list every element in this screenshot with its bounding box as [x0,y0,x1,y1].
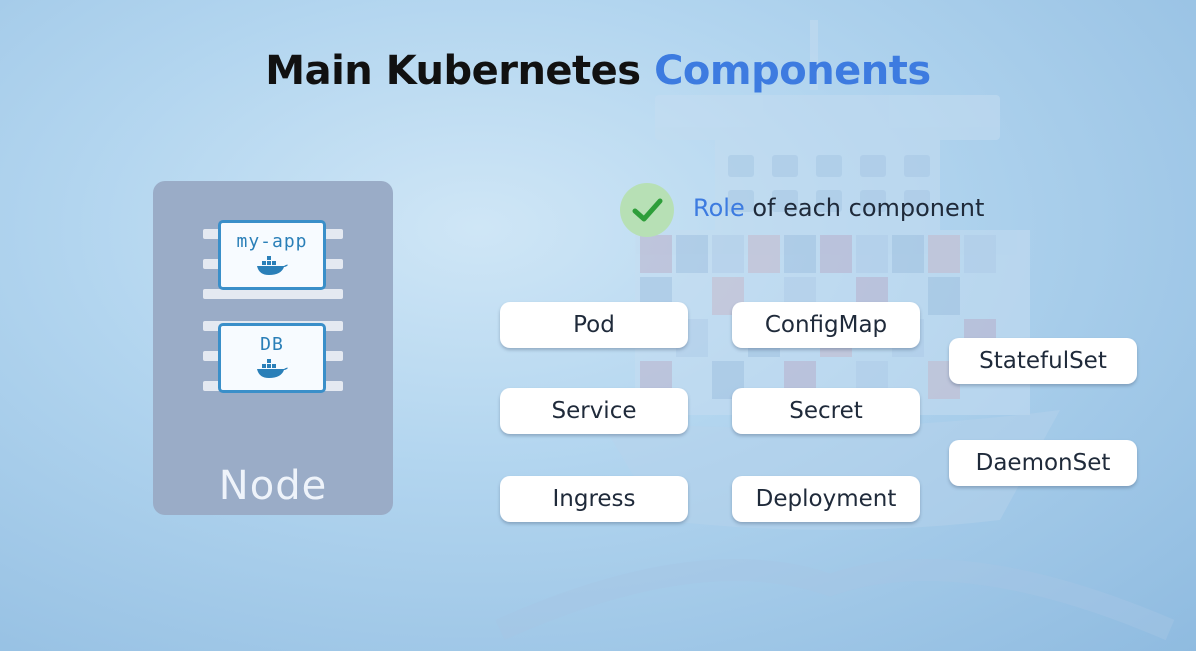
component-service: Service [500,388,688,434]
docker-whale-icon [257,359,288,378]
component-daemonset: DaemonSet [949,440,1137,486]
checkmark-icon [632,198,663,222]
container-db: DB [218,323,326,393]
container-name: my-app [236,231,308,252]
node-box: my-app DB Node [153,181,393,515]
rail [203,289,343,299]
page-title: Main Kubernetes Components [0,48,1196,94]
component-configmap: ConfigMap [732,302,920,348]
container-my-app: my-app [218,220,326,290]
role-check-badge [620,183,674,237]
container-name: DB [260,334,284,355]
component-pod: Pod [500,302,688,348]
docker-whale-icon [257,256,288,275]
title-main: Main Kubernetes [265,48,641,94]
title-accent: Components [654,48,931,94]
component-ingress: Ingress [500,476,688,522]
component-statefulset: StatefulSet [949,338,1137,384]
role-heading: Role of each component [693,194,984,222]
component-deployment: Deployment [732,476,920,522]
role-rest: of each component [744,194,985,222]
role-accent: Role [693,194,745,222]
component-secret: Secret [732,388,920,434]
node-label: Node [218,463,328,509]
